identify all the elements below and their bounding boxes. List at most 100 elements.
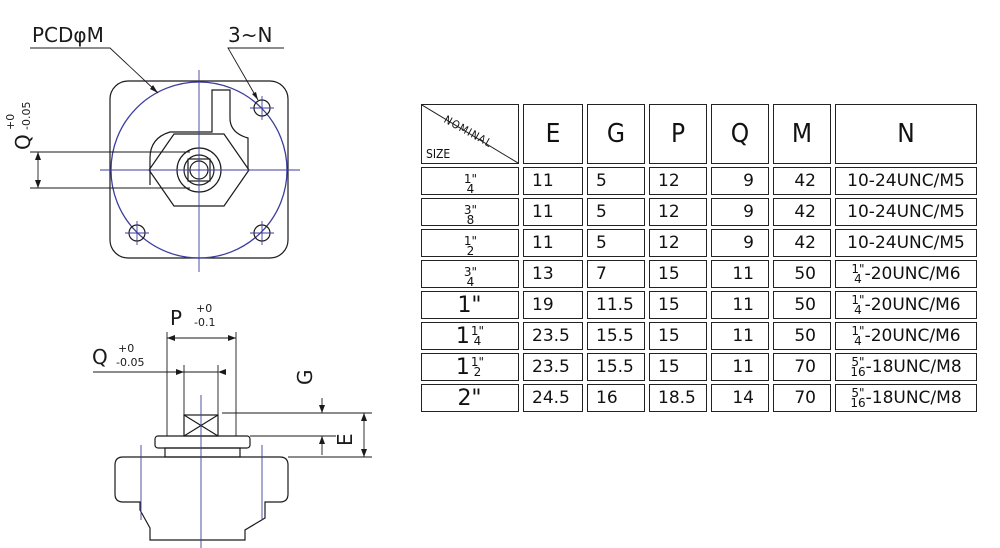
header-m: M (773, 104, 831, 164)
size-denominator: 2 (473, 365, 482, 379)
cell-q: 11 (711, 353, 769, 381)
size-denominator: 2 (466, 243, 475, 258)
size-numerator: 3" (463, 264, 478, 279)
cell-m: 50 (773, 291, 831, 319)
cell-n: 10-24UNC/M5 (835, 229, 977, 257)
size-cell: 3"8 (421, 198, 519, 226)
corner-diagonal (422, 105, 518, 163)
g-label: G (293, 370, 317, 386)
technical-drawing: PCDφM 3~N Q +0 -0.05 (4, 23, 372, 548)
cell-g: 5 (587, 198, 645, 226)
cell-e: 24.5 (523, 384, 583, 412)
cell-m: 50 (773, 260, 831, 288)
n-prefix-denominator: 4 (854, 334, 862, 348)
n-thread: -20UNC/M6 (864, 264, 961, 284)
size-numerator: 1" (463, 233, 478, 248)
cell-p: 15 (649, 291, 707, 319)
n-thread: -18UNC/M8 (865, 388, 962, 408)
cell-m: 50 (773, 322, 831, 350)
top-q-tol-lower: -0.05 (20, 102, 33, 130)
cell-p: 15 (649, 260, 707, 288)
size-denominator: 4 (466, 181, 475, 196)
n-prefix-numerator: 1" (851, 293, 865, 307)
cell-n: 1"4-20UNC/M6 (835, 260, 977, 288)
outlet-profile (149, 89, 249, 185)
table-row: 3"8 11 5 12 9 42 10-24UNC/M5 (421, 198, 977, 226)
cell-e: 11 (523, 167, 583, 195)
header-n: N (835, 104, 977, 164)
cell-q: 11 (711, 260, 769, 288)
cell-n: 1"4-20UNC/M6 (835, 291, 977, 319)
cell-n: 5"16-18UNC/M8 (835, 384, 977, 412)
top-view (30, 47, 300, 272)
cell-m: 42 (773, 229, 831, 257)
n-prefix-denominator: 4 (854, 303, 862, 317)
size-whole: 1" (457, 292, 482, 318)
n-prefix-numerator: 5" (851, 355, 865, 369)
dimension-table: NOMINAL SIZE E G P Q M N 1"4 11 5 12 9 4… (417, 101, 981, 415)
e-label: E (333, 433, 357, 446)
size-whole: 1 (455, 323, 470, 349)
table-row: 3"4 13 7 15 11 50 1"4-20UNC/M6 (421, 260, 977, 288)
n-prefix-denominator: 16 (850, 365, 866, 379)
corner-size-label: SIZE (426, 147, 451, 161)
cell-g: 5 (587, 229, 645, 257)
table-row: 2" 24.5 16 18.5 14 70 5"16-18UNC/M8 (421, 384, 977, 412)
table-row: 1" 19 11.5 15 11 50 1"4-20UNC/M6 (421, 291, 977, 319)
cell-e: 19 (523, 291, 583, 319)
cell-e: 11 (523, 229, 583, 257)
size-cell: 3"4 (421, 260, 519, 288)
size-denominator: 8 (466, 212, 475, 227)
cell-n: 1"4-20UNC/M6 (835, 322, 977, 350)
n-thread: -20UNC/M6 (864, 295, 961, 315)
p-label: P (170, 306, 182, 330)
cell-q: 11 (711, 322, 769, 350)
n-prefix-numerator: 1" (851, 324, 865, 338)
cell-q: 9 (711, 167, 769, 195)
cell-p: 12 (649, 198, 707, 226)
size-whole: 1 (455, 354, 470, 380)
cell-p: 15 (649, 322, 707, 350)
cell-n: 10-24UNC/M5 (835, 198, 977, 226)
size-numerator: 1" (470, 355, 485, 369)
table-body: 1"4 11 5 12 9 42 10-24UNC/M5 3"8 11 5 12… (421, 167, 977, 412)
cell-p: 12 (649, 229, 707, 257)
n-thread: 10-24UNC/M5 (847, 171, 965, 191)
n-prefix-numerator: 1" (851, 262, 865, 276)
n-prefix-numerator: 5" (851, 386, 865, 400)
side-q-tol-upper: +0 (118, 342, 134, 355)
cell-p: 12 (649, 167, 707, 195)
side-nut (154, 435, 251, 449)
table-header-row: NOMINAL SIZE E G P Q M N (421, 104, 977, 164)
corner-header: NOMINAL SIZE (421, 104, 519, 164)
cell-m: 70 (773, 353, 831, 381)
p-tol-upper: +0 (196, 302, 212, 315)
side-q-label: Q (92, 345, 108, 369)
size-cell: 2" (421, 384, 519, 412)
cell-e: 11 (523, 198, 583, 226)
n-thread: 10-24UNC/M5 (847, 202, 965, 222)
holes-label: 3~N (228, 23, 272, 47)
cell-e: 23.5 (523, 322, 583, 350)
header-q: Q (711, 104, 769, 164)
n-thread: -18UNC/M8 (865, 357, 962, 377)
cell-q: 14 (711, 384, 769, 412)
cell-g: 5 (587, 167, 645, 195)
size-numerator: 3" (463, 202, 478, 217)
cell-m: 70 (773, 384, 831, 412)
header-e: E (523, 104, 583, 164)
cell-g: 15.5 (587, 322, 645, 350)
size-numerator: 1" (463, 171, 478, 186)
n-thread: -20UNC/M6 (864, 326, 961, 346)
cell-g: 7 (587, 260, 645, 288)
n-prefix-denominator: 4 (854, 272, 862, 286)
side-nut-base (164, 447, 241, 458)
cell-g: 15.5 (587, 353, 645, 381)
n-prefix-denominator: 16 (850, 396, 866, 410)
pcd-label: PCDφM (32, 23, 104, 47)
cell-q: 9 (711, 229, 769, 257)
